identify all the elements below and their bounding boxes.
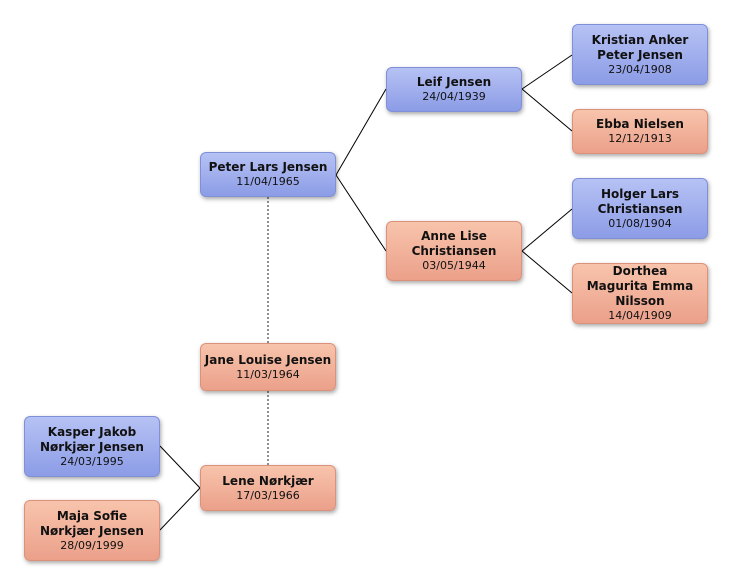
person-card-kristian-anker-peter-jensen[interactable]: Kristian Anker Peter Jensen 23/04/1908 [572,24,708,85]
line-lene-to-maja [159,487,201,531]
person-card-anne-lise-christiansen[interactable]: Anne Lise Christiansen 03/05/1944 [386,221,522,281]
person-birth-date: 17/03/1966 [236,488,300,502]
line-leif-to-ebba [521,88,573,132]
line-lene-to-kasper [159,445,201,489]
person-card-ebba-nielsen[interactable]: Ebba Nielsen 12/12/1913 [572,109,708,154]
person-birth-date: 23/04/1908 [608,62,672,76]
person-birth-date: 28/09/1999 [60,538,124,552]
person-card-kasper-jakob-norkjaer-jensen[interactable]: Kasper Jakob Nørkjær Jensen 24/03/1995 [24,416,160,477]
person-birth-date: 24/03/1995 [60,454,124,468]
person-card-maja-sofie-norkjaer-jensen[interactable]: Maja Sofie Nørkjær Jensen 28/09/1999 [24,500,160,561]
person-card-peter-lars-jensen[interactable]: Peter Lars Jensen 11/04/1965 [200,152,336,197]
person-name: Lene Nørkjær [222,473,314,488]
person-birth-date: 24/04/1939 [422,90,486,103]
person-birth-date: 11/04/1965 [236,175,300,188]
person-name: Kasper Jakob Nørkjær Jensen [40,424,144,454]
line-anne-to-dorthea [521,250,573,294]
person-birth-date: 03/05/1944 [422,259,486,272]
person-name: Holger Lars Christiansen [597,186,683,216]
line-anne-to-holger [521,208,573,252]
person-card-lene-norkjaer[interactable]: Lene Nørkjær 17/03/1966 [200,465,336,511]
person-name: Ebba Nielsen [596,117,684,131]
line-peter-to-anne [335,174,387,252]
person-name: Peter Lars Jensen [208,160,328,174]
person-birth-date: 14/04/1909 [608,309,672,322]
line-leif-to-kristian [521,54,573,90]
person-name: Jane Louise Jensen [204,352,332,367]
person-card-jane-louise-jensen[interactable]: Jane Louise Jensen 11/03/1964 [200,343,336,391]
person-birth-date: 11/03/1964 [236,367,300,381]
person-name: Leif Jensen [416,75,492,89]
person-card-leif-jensen[interactable]: Leif Jensen 24/04/1939 [386,67,522,112]
person-name: Dorthea Magurita Emma Nilsson [586,264,694,308]
person-name: Maja Sofie Nørkjær Jensen [40,508,144,538]
person-card-holger-lars-christiansen[interactable]: Holger Lars Christiansen 01/08/1904 [572,178,708,239]
line-peter-to-leif [335,88,387,176]
person-card-dorthea-magurita-emma-nilsson[interactable]: Dorthea Magurita Emma Nilsson 14/04/1909 [572,263,708,324]
person-birth-date: 01/08/1904 [608,216,672,230]
person-name: Anne Lise Christiansen [411,229,497,258]
person-birth-date: 12/12/1913 [608,132,672,145]
person-name: Kristian Anker Peter Jensen [591,32,689,62]
